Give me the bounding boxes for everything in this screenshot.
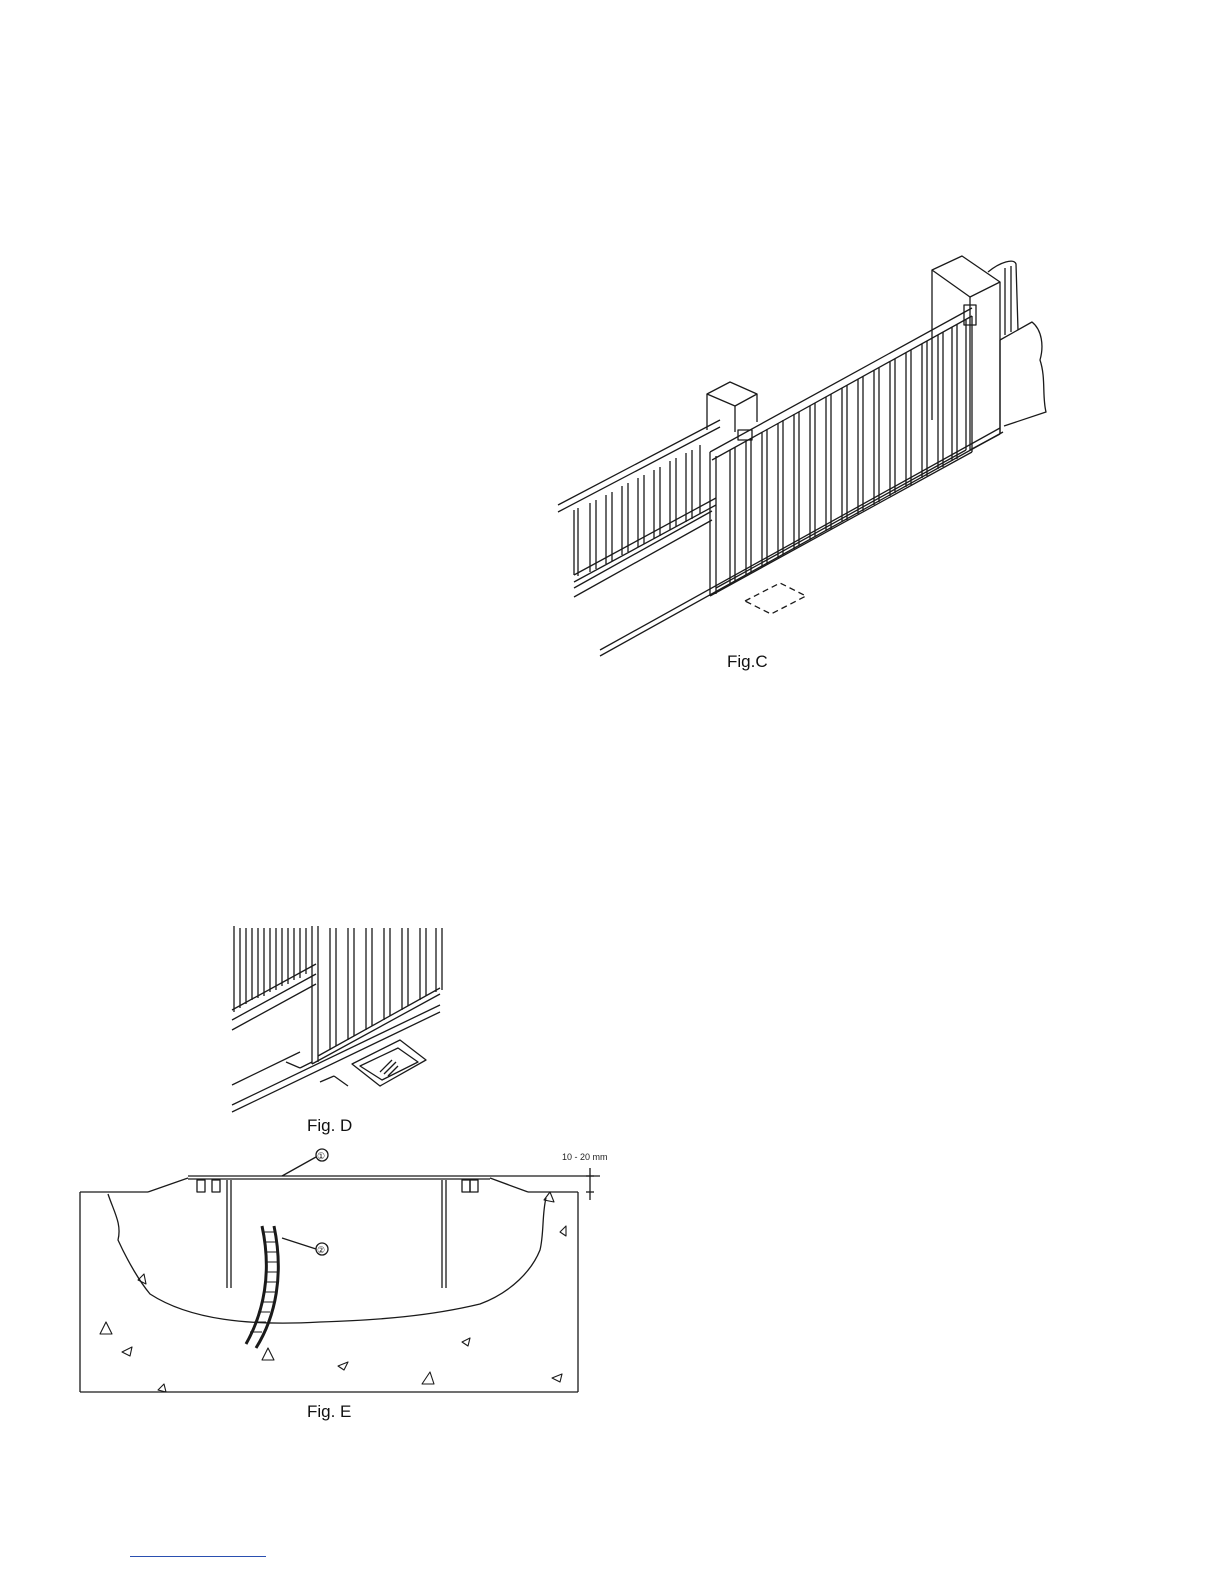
fig-e-aggregate (100, 1192, 566, 1392)
fig-d-caption: Fig. D (307, 1116, 352, 1136)
fig-e-section-drawing (80, 1149, 600, 1392)
footer-link-underline (130, 1556, 266, 1557)
fig-e-callout-1: ① (317, 1151, 325, 1161)
fig-c-gate-bars (730, 324, 957, 584)
fig-d-detail-drawing (232, 926, 442, 1112)
fig-c-back-fence-bars (590, 445, 700, 572)
fig-d-gate-bars (330, 928, 442, 1050)
fig-c-gate-drawing (558, 256, 1046, 656)
fig-e-caption: Fig. E (307, 1402, 351, 1422)
fig-e-dimension-label: 10 - 20 mm (562, 1152, 608, 1162)
fig-e-callout-2: ② (317, 1245, 325, 1255)
fig-c-caption: Fig.C (727, 652, 768, 672)
